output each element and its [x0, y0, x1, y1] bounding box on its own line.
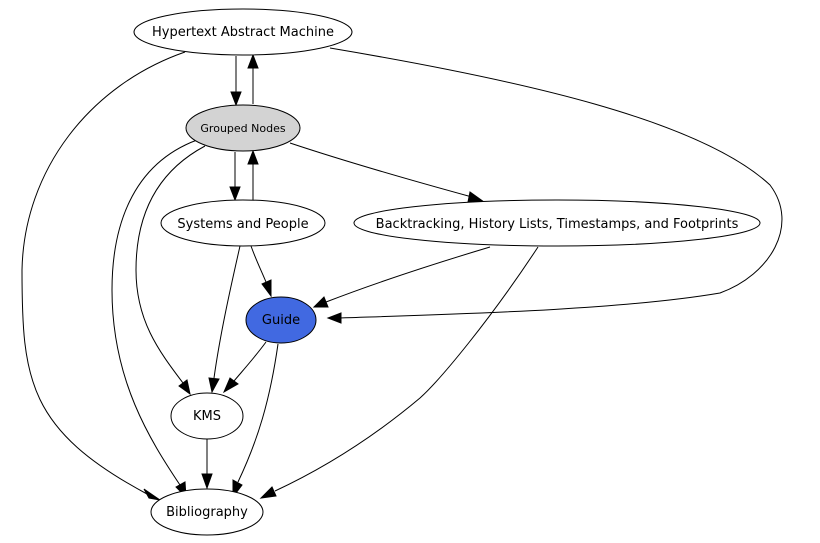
arrowhead — [467, 191, 486, 203]
arrowhead — [230, 91, 242, 107]
node-grouped-nodes[interactable]: Grouped Nodes — [185, 104, 301, 152]
edge-systems-and-people-to-kms — [213, 245, 241, 379]
node-label: Guide — [262, 313, 300, 328]
node-systems-and-people[interactable]: Systems and People — [160, 199, 326, 247]
nodes: Hypertext Abstract Machine Grouped Nodes… — [133, 8, 761, 536]
edge-guide-to-bibliography — [237, 343, 279, 483]
arrowhead — [229, 186, 241, 202]
node-label: Backtracking, History Lists, Timestamps,… — [376, 217, 739, 232]
edge-backtracking-to-bibliography — [274, 246, 539, 492]
arrowhead — [259, 486, 277, 499]
node-ellipse — [245, 296, 317, 344]
arrowhead — [326, 312, 342, 324]
node-ellipse — [133, 8, 353, 56]
node-label: KMS — [193, 409, 221, 424]
node-ellipse — [160, 199, 326, 247]
arrowhead — [178, 379, 191, 396]
edge-guide-to-kms — [233, 341, 267, 382]
edge-grouped-nodes-to-backtracking — [289, 142, 473, 198]
node-ellipse — [353, 199, 761, 247]
node-label: Systems and People — [177, 217, 308, 232]
node-kms[interactable]: KMS — [170, 392, 244, 440]
arrowhead — [208, 377, 220, 394]
edge-systems-and-people-to-guide — [250, 245, 267, 283]
arrowhead — [143, 488, 161, 501]
arrowhead — [247, 149, 259, 165]
edge-ham-to-bibliography — [21, 51, 186, 495]
node-label: Grouped Nodes — [200, 122, 285, 135]
node-label: Bibliography — [166, 505, 248, 520]
edge-ham-to-guide — [329, 47, 783, 319]
node-ellipse — [170, 392, 244, 440]
node-hypertext-abstract-machine[interactable]: Hypertext Abstract Machine — [133, 8, 353, 56]
edge-grouped-nodes-to-bibliography — [111, 139, 198, 486]
arrowhead — [222, 377, 239, 394]
arrowhead — [312, 296, 329, 308]
node-backtracking[interactable]: Backtracking, History Lists, Timestamps,… — [353, 199, 761, 247]
node-guide[interactable]: Guide — [245, 296, 317, 344]
node-bibliography[interactable]: Bibliography — [150, 488, 264, 536]
arrowhead — [261, 279, 272, 298]
node-ellipse — [150, 488, 264, 536]
node-label: Hypertext Abstract Machine — [152, 25, 334, 40]
arrowhead — [201, 473, 213, 490]
arrowhead — [247, 53, 259, 69]
edge-grouped-nodes-to-kms — [135, 145, 206, 384]
edge-backtracking-to-guide — [325, 246, 491, 303]
edges — [21, 47, 783, 501]
node-ellipse — [185, 104, 301, 152]
